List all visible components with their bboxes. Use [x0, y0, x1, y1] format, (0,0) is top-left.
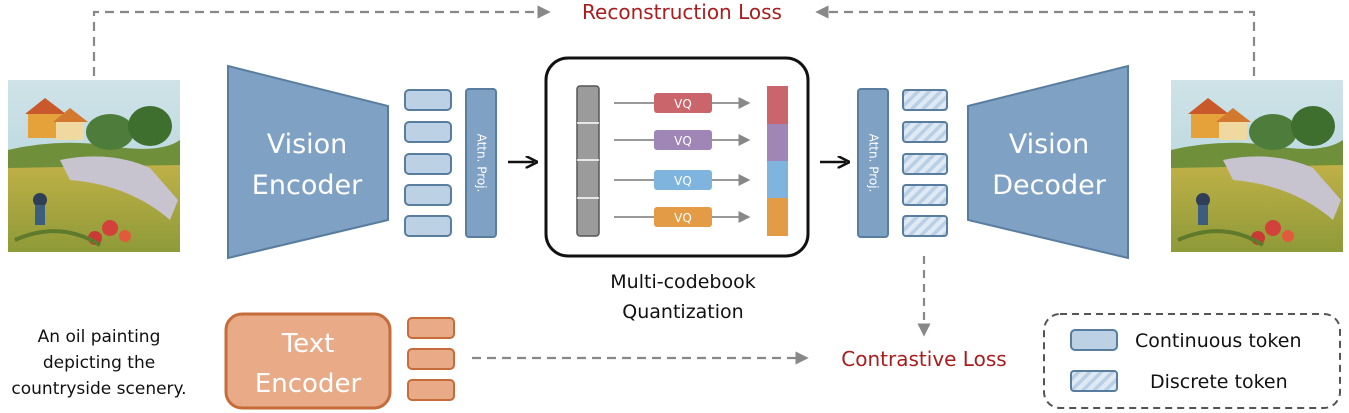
quantized-column — [767, 86, 788, 236]
text-encoder-label-line1: Text — [281, 329, 335, 359]
reconstructed-painting — [1171, 80, 1343, 252]
text-token — [407, 379, 455, 401]
continuous-token — [404, 215, 452, 237]
continuous-token-stack — [404, 89, 452, 237]
caption-line2: depicting the — [43, 353, 155, 373]
caption-line3: countryside scenery. — [11, 379, 186, 399]
legend-box — [1043, 313, 1341, 409]
text-token — [407, 348, 455, 370]
vision-encoder-block — [227, 64, 389, 260]
text-token-stack — [407, 317, 455, 401]
legend-continuous-label: Continuous token — [1135, 330, 1301, 352]
text-encoder-block — [224, 312, 392, 410]
vq-label: VQ — [674, 134, 692, 148]
text-token — [407, 317, 455, 339]
quantization-label-line1: Multi-codebook — [610, 271, 755, 293]
attn-proj-right-block — [857, 88, 889, 238]
vq-block-red — [654, 93, 712, 113]
reconstruction-loss-label: Reconstruction Loss — [582, 0, 782, 24]
discrete-token — [902, 121, 948, 143]
attn-proj-left-label: Attn. Proj. — [475, 134, 489, 193]
vq-rows: VQ VQ VQ VQ — [614, 93, 751, 227]
caption-line1: An oil painting — [38, 327, 161, 347]
quantization-label-line2: Quantization — [622, 301, 743, 323]
attn-proj-right-label: Attn. Proj. — [867, 134, 881, 193]
discrete-token — [902, 215, 948, 237]
discrete-token — [902, 184, 948, 206]
discrete-token — [902, 89, 948, 111]
legend-discrete-swatch — [1070, 370, 1118, 392]
vision-decoder-label-line1: Vision — [1009, 129, 1090, 160]
text-encoder-label-line2: Encoder — [255, 369, 362, 399]
vq-label: VQ — [674, 174, 692, 188]
discrete-token-stack — [902, 89, 948, 237]
discrete-token — [902, 153, 948, 175]
vq-label: VQ — [674, 211, 692, 225]
vision-decoder-block — [967, 64, 1129, 260]
vision-decoder-label-line2: Decoder — [992, 170, 1107, 201]
contrastive-loss-label: Contrastive Loss — [841, 347, 1006, 371]
feature-column — [576, 85, 600, 237]
vq-block-purple — [654, 130, 712, 150]
input-painting — [8, 80, 180, 252]
attn-proj-left-block — [465, 88, 497, 238]
vq-block-blue — [654, 170, 712, 190]
vision-encoder-label-line2: Encoder — [252, 170, 363, 201]
reconstruction-loss-connector — [92, 5, 1256, 76]
continuous-token — [404, 184, 452, 206]
legend-discrete-label: Discrete token — [1150, 371, 1288, 393]
vision-encoder-label-line1: Vision — [267, 129, 348, 160]
continuous-token — [404, 153, 452, 175]
vq-block-orange — [654, 207, 712, 227]
vq-label: VQ — [674, 97, 692, 111]
continuous-token — [404, 89, 452, 111]
legend-continuous-swatch — [1070, 329, 1118, 351]
continuous-token — [404, 121, 452, 143]
